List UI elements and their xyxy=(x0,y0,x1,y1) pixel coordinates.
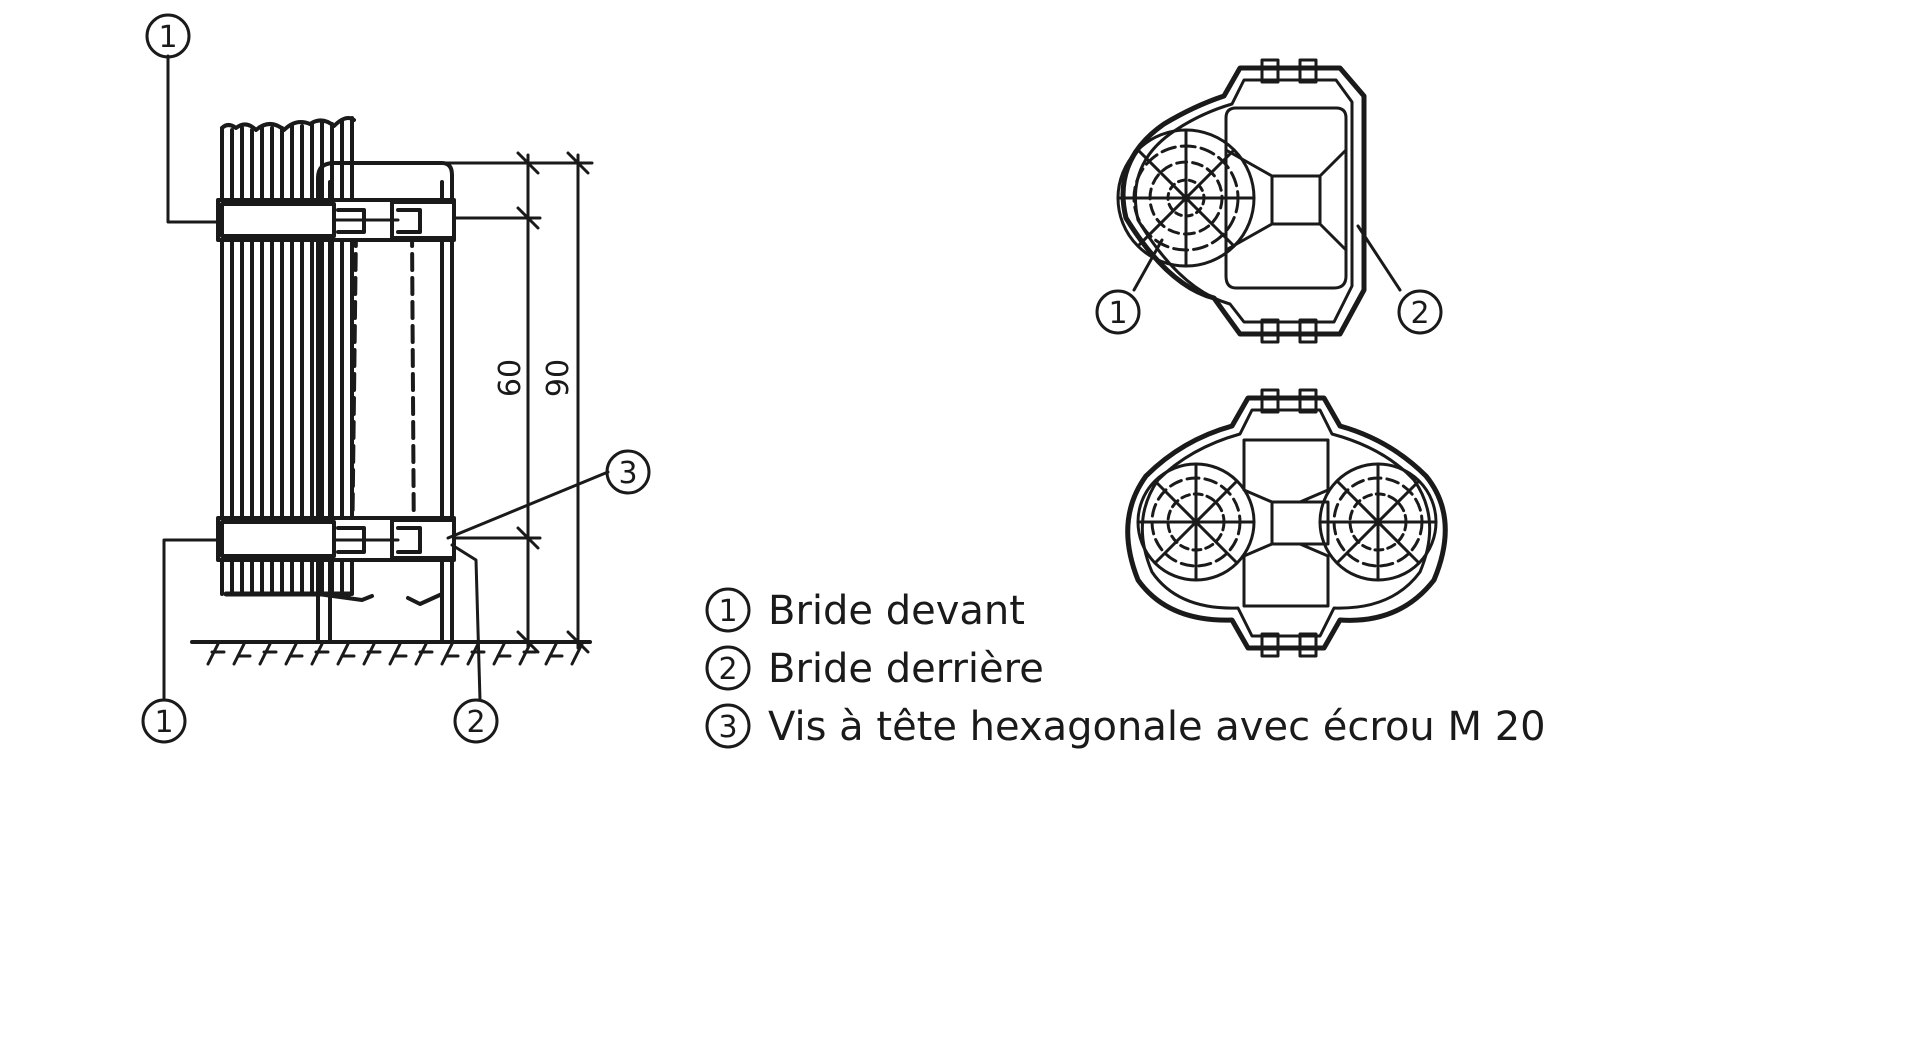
svg-text:3: 3 xyxy=(618,456,637,491)
cable-section-left xyxy=(1136,462,1256,582)
svg-text:2: 2 xyxy=(466,705,485,740)
callout-1-top-view: 1 xyxy=(1095,289,1141,335)
svg-text:1: 1 xyxy=(158,20,177,55)
callout-1-bottom: 1 xyxy=(141,698,187,744)
dimension-outer-label: 90 xyxy=(541,359,576,397)
svg-text:2: 2 xyxy=(718,652,737,687)
svg-text:1: 1 xyxy=(718,594,737,629)
legend-text-1: Bride devant xyxy=(768,588,1025,634)
lower-flange xyxy=(216,516,456,562)
svg-text:1: 1 xyxy=(154,705,173,740)
channel-profile xyxy=(316,161,454,642)
cable-section-single xyxy=(1116,128,1256,268)
svg-text:3: 3 xyxy=(718,710,737,745)
dimension-lines xyxy=(442,151,594,654)
cable-section-right xyxy=(1318,462,1438,582)
dimension-inner-label: 60 xyxy=(493,359,528,397)
callout-3-side: 3 xyxy=(605,449,651,495)
callout-2-top-view: 2 xyxy=(1397,289,1443,335)
legend-item-3: 3 Vis à tête hexagonale avec écrou M 20 xyxy=(705,703,1546,750)
callout-1-top: 1 xyxy=(145,13,191,59)
legend: 1 Bride devant 2 Bride derrière 3 Vis à … xyxy=(705,587,1546,750)
top-view-double-cable xyxy=(1125,388,1448,658)
callout-2-side: 2 xyxy=(453,698,499,744)
leader-lines-side xyxy=(162,54,610,702)
legend-item-1: 1 Bride devant xyxy=(705,587,1025,634)
upper-flange xyxy=(216,198,456,242)
clip-tabs-single xyxy=(1260,58,1318,344)
legend-text-2: Bride derrière xyxy=(768,646,1044,692)
svg-text:2: 2 xyxy=(1410,296,1429,331)
legend-text-3: Vis à tête hexagonale avec écrou M 20 xyxy=(768,704,1546,750)
svg-text:1: 1 xyxy=(1108,296,1127,331)
side-view-drawing: 60 90 1 1 2 3 xyxy=(141,13,651,744)
ground-hatching xyxy=(206,642,584,666)
legend-item-2: 2 Bride derrière xyxy=(705,645,1044,692)
top-view-single-cable: 1 2 xyxy=(1095,58,1443,344)
clip-tabs-double xyxy=(1260,388,1318,658)
